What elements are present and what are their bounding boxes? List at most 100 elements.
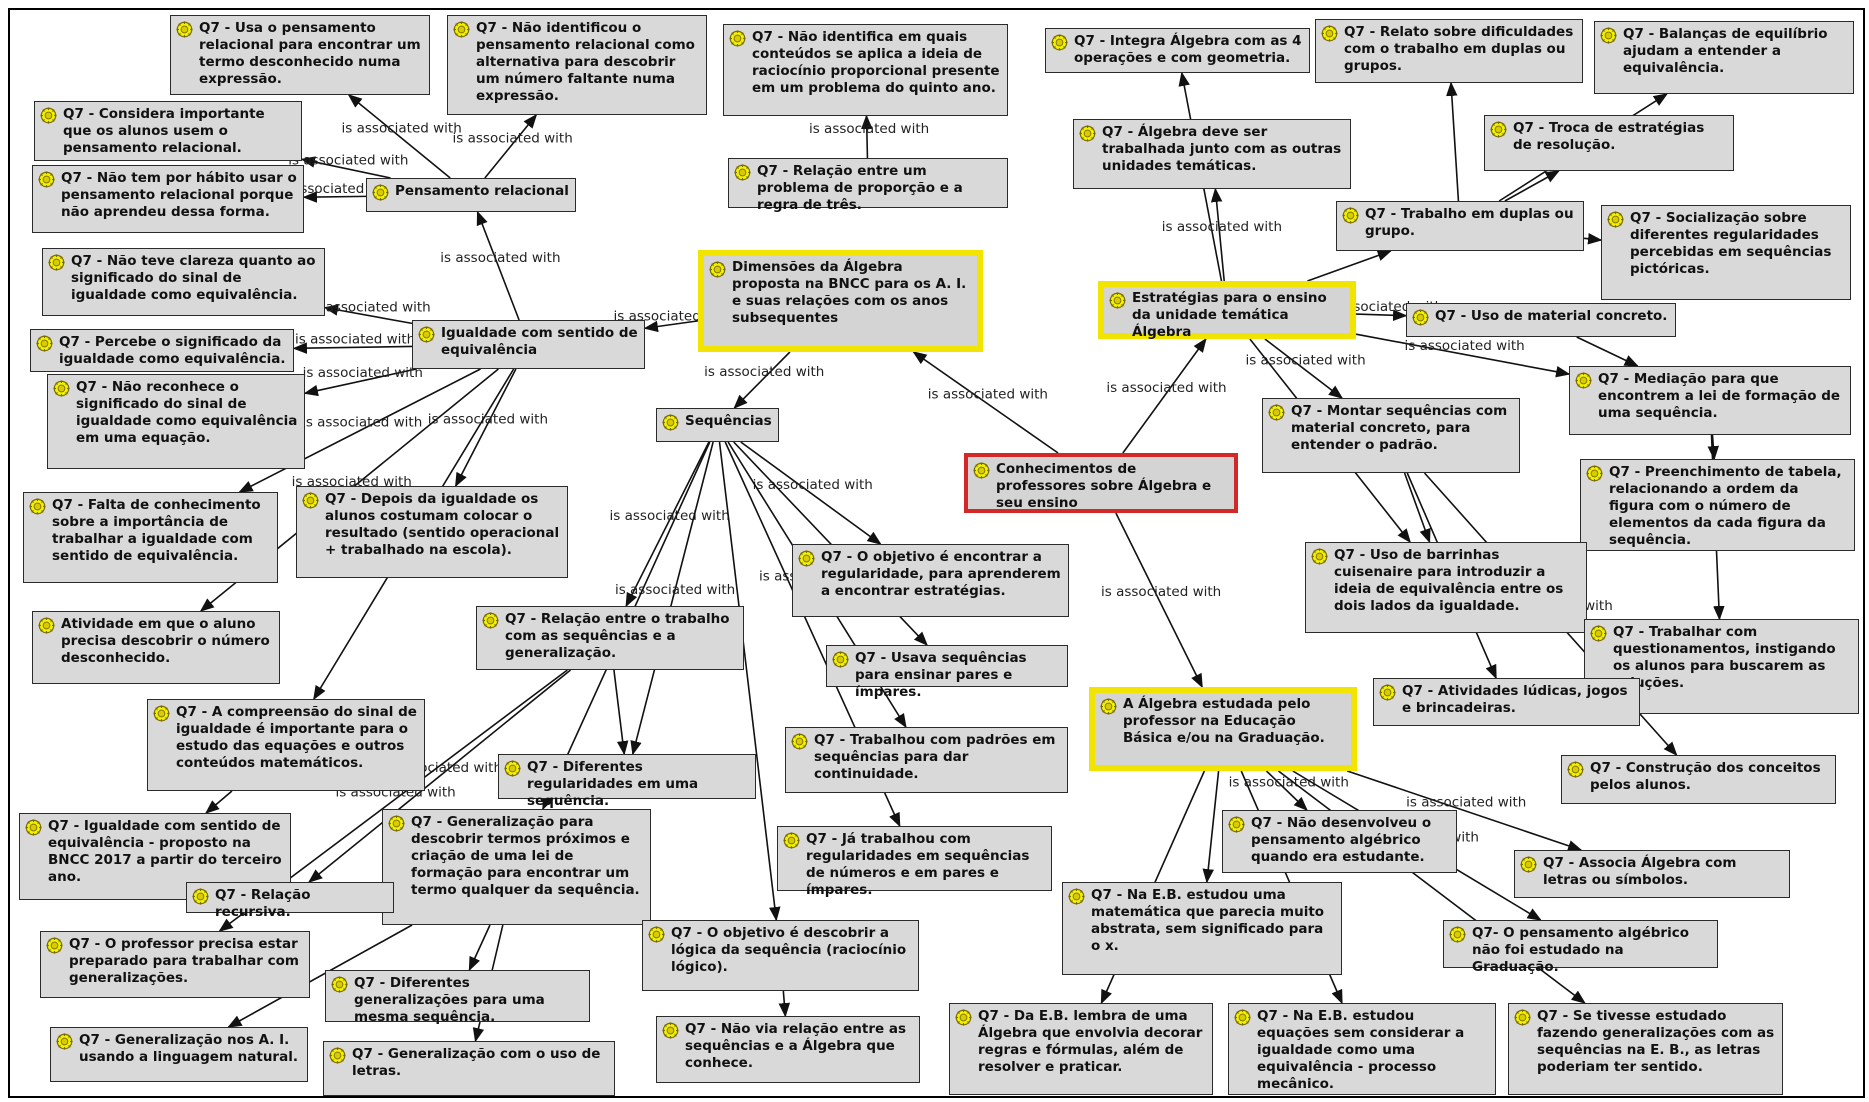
quotation-icon	[56, 1033, 73, 1050]
node-text: Q7 - A compreensão do sinal de igualdade…	[176, 704, 417, 771]
edge-label: is associated with	[440, 250, 560, 266]
node-diferentes-generalizacoes-para-uma[interactable]: Q7 - Diferentes generalizações para uma …	[325, 970, 590, 1025]
association-edge	[454, 368, 517, 488]
node-nao-desenvolveu-o-pensamento[interactable]: Q7 - Não desenvolveu o pensamento algébr…	[1222, 810, 1457, 873]
node-troca-de-estrategias-de[interactable]: Q7 - Troca de estratégias de resolução.	[1484, 115, 1734, 171]
node-pensamento-relacional[interactable]: Pensamento relacional	[366, 178, 576, 212]
quotation-icon	[1412, 309, 1429, 326]
node-text: Sequências	[685, 413, 772, 429]
node-nao-reconhece-o-significado[interactable]: Q7 - Não reconhece o significado do sina…	[47, 374, 305, 469]
association-edge	[861, 114, 873, 159]
node-preenchimento-de-tabela-relacionando[interactable]: Q7 - Preenchimento de tabela, relacionan…	[1580, 459, 1855, 551]
node-text: Pensamento relacional	[395, 183, 569, 199]
quotation-icon	[1490, 121, 1507, 138]
edge-label: is associated with	[302, 415, 422, 431]
edge-label: is associated with	[1245, 353, 1365, 369]
association-edge	[1210, 187, 1226, 282]
edge-label: is associated with	[809, 121, 929, 137]
node-conhecimentos-de-professores-sobre[interactable]: Conhecimentos de professores sobre Álgeb…	[964, 453, 1238, 513]
node-uso-de-material-concreto[interactable]: Q7 - Uso de material concreto.	[1406, 303, 1676, 337]
quotation-icon	[46, 937, 63, 954]
association-edge	[205, 790, 233, 814]
edge-label: is associated with	[615, 582, 735, 598]
node-relato-sobre-dificuldades-com[interactable]: Q7 - Relato sobre dificuldades com o tra…	[1315, 19, 1583, 83]
node-na-e-b-estudou[interactable]: Q7 - Na E.B. estudou equações sem consid…	[1228, 1003, 1496, 1095]
association-edge	[613, 669, 629, 756]
association-edge	[238, 368, 481, 493]
quotation-icon	[1100, 698, 1117, 715]
node-usa-o-pensamento-relacional[interactable]: Q7 - Usa o pensamento relacional para en…	[170, 15, 430, 95]
node-nao-tem-por-habito[interactable]: Q7 - Não tem por hábito usar o pensament…	[32, 165, 304, 233]
edge-label: is associated with	[311, 300, 431, 316]
node-relacao-entre-o-trabalho[interactable]: Q7 - Relação entre o trabalho com as seq…	[476, 606, 744, 670]
quotation-icon	[482, 612, 499, 629]
node-construcao-dos-conceitos-pelos[interactable]: Q7 - Construção dos conceitos pelos alun…	[1561, 755, 1836, 804]
node-considera-importante-que-os[interactable]: Q7 - Considera importante que os alunos …	[34, 101, 302, 161]
association-edge	[1576, 336, 1639, 367]
node-generalizacao-com-o-uso[interactable]: Q7 - Generalização com o uso de letras.	[323, 1041, 615, 1096]
node-percebe-o-significado-da[interactable]: Q7 - Percebe o significado da igualdade …	[30, 329, 294, 372]
association-edge	[625, 441, 710, 608]
node-igualdade-com-sentido-de[interactable]: Q7 - Igualdade com sentido de equivalênc…	[19, 813, 291, 900]
node-ja-trabalhou-com-regularidades[interactable]: Q7 - Já trabalhou com regularidades em s…	[777, 826, 1052, 898]
node-text: Q7 - Não desenvolveu o pensamento algébr…	[1251, 815, 1432, 865]
node-igualdade-com-sentido-de[interactable]: Igualdade com sentido de equivalência	[412, 320, 645, 369]
node-mediacao-para-que-encontrem[interactable]: Q7 - Mediação para que encontrem a lei d…	[1569, 366, 1851, 435]
node-text: Q7 - Relato sobre dificuldades com o tra…	[1344, 24, 1574, 74]
node-atividade-em-que-o[interactable]: Atividade em que o aluno precisa descobr…	[32, 611, 280, 684]
node-text: Q7 - Balanças de equilíbrio ajudam a ent…	[1623, 26, 1828, 76]
node-generalizacao-nos-a-i[interactable]: Q7 - Generalização nos A. I. usando a li…	[50, 1027, 308, 1082]
node-relacao-entre-um-problema[interactable]: Q7 - Relação entre um problema de propor…	[728, 158, 1008, 213]
node-generalizacao-para-descobrir-termos[interactable]: Q7 - Generalização para descobrir termos…	[382, 809, 651, 925]
edge-label: is associated with	[928, 387, 1048, 403]
node-a-compreensao-do-sinal[interactable]: Q7 - A compreensão do sinal de igualdade…	[147, 699, 425, 791]
node-na-e-b-estudou[interactable]: Q7 - Na E.B. estudou uma matemática que …	[1062, 882, 1342, 975]
node-text: Q7 - O objetivo é encontrar a regularida…	[821, 549, 1061, 599]
node-text: A Álgebra estudada pelo professor na Edu…	[1123, 696, 1325, 746]
association-edge	[1583, 233, 1603, 245]
node-a-algebra-estudada-pelo[interactable]: A Álgebra estudada pelo professor na Edu…	[1089, 687, 1357, 771]
node-atividades-ludicas-jogos-e[interactable]: Q7 - Atividades lúdicas, jogos e brincad…	[1373, 678, 1640, 726]
node-o-pensamento-algebrico-nao[interactable]: Q7- O pensamento algébrico não foi estud…	[1443, 920, 1718, 975]
node-algebra-deve-ser-trabalhada[interactable]: Q7 - Álgebra deve ser trabalhada junto c…	[1073, 119, 1351, 189]
node-integra-algebra-com-as[interactable]: Q7 - Integra Álgebra com as 4 operações …	[1045, 28, 1310, 73]
node-text: Q7 - Troca de estratégias de resolução.	[1513, 120, 1705, 153]
association-edge	[484, 113, 538, 179]
quotation-icon	[418, 326, 435, 343]
association-edge	[303, 368, 417, 397]
node-trabalho-em-duplas-ou[interactable]: Q7 - Trabalho em duplas ou grupo.	[1336, 201, 1584, 251]
node-dimensoes-da-algebra-proposta[interactable]: Dimensões da Álgebra proposta na BNCC pa…	[698, 250, 983, 352]
node-balancas-de-equilibrio-ajudam[interactable]: Q7 - Balanças de equilíbrio ajudam a ent…	[1594, 21, 1854, 94]
quotation-icon	[25, 819, 42, 836]
node-o-professor-precisa-estar[interactable]: Q7 - O professor precisa estar preparado…	[40, 931, 310, 998]
quotation-icon	[783, 832, 800, 849]
node-text: Q7 - Álgebra deve ser trabalhada junto c…	[1102, 124, 1342, 174]
node-se-tivesse-estudado-fazendo[interactable]: Q7 - Se tivesse estudado fazendo general…	[1508, 1003, 1783, 1095]
node-montar-sequencias-com-material[interactable]: Q7 - Montar sequências com material conc…	[1262, 398, 1520, 473]
node-o-objetivo-e-encontrar[interactable]: Q7 - O objetivo é encontrar a regularida…	[792, 544, 1069, 617]
node-estrategias-para-o-ensino[interactable]: Estratégias para o ensino da unidade tem…	[1098, 281, 1356, 340]
node-sequencias[interactable]: Sequências	[656, 408, 779, 442]
node-trabalhou-com-padroes-em[interactable]: Q7 - Trabalhou com padrões em sequências…	[785, 727, 1068, 793]
association-edge	[1403, 472, 1431, 544]
quotation-icon	[38, 617, 55, 634]
quotation-icon	[1311, 548, 1328, 565]
node-diferentes-regularidades-em-uma[interactable]: Q7 - Diferentes regularidades em uma seq…	[498, 754, 756, 809]
quotation-icon	[1342, 207, 1359, 224]
node-nao-via-relacao-entre[interactable]: Q7 - Não via relação entre as sequências…	[656, 1016, 920, 1083]
quotation-icon	[48, 254, 65, 271]
node-associa-algebra-com-letras[interactable]: Q7 - Associa Álgebra com letras ou símbo…	[1514, 850, 1790, 898]
node-falta-de-conhecimento-sobre[interactable]: Q7 - Falta de conhecimento sobre a impor…	[23, 492, 278, 583]
quotation-icon	[1600, 27, 1617, 44]
node-da-e-b-lembra[interactable]: Q7 - Da E.B. lembra de uma Álgebra que e…	[949, 1003, 1213, 1095]
node-relacao-recursiva[interactable]: Q7 - Relação recursiva.	[186, 882, 394, 920]
node-uso-de-barrinhas-cuisenaire[interactable]: Q7 - Uso de barrinhas cuisenaire para in…	[1305, 542, 1587, 633]
node-nao-teve-clareza-quanto[interactable]: Q7 - Não teve clareza quanto ao signific…	[42, 248, 325, 316]
node-depois-da-igualdade-os[interactable]: Q7 - Depois da igualdade os alunos costu…	[296, 486, 568, 578]
node-usava-sequencias-para-ensinar[interactable]: Q7 - Usava sequências para ensinar pares…	[826, 645, 1068, 700]
node-nao-identifica-em-quais[interactable]: Q7 - Não identifica em quais conteúdos s…	[723, 24, 1008, 116]
node-nao-identificou-o-pensamento[interactable]: Q7 - Não identificou o pensamento relaci…	[447, 15, 707, 115]
quotation-icon	[1520, 856, 1537, 873]
node-socializacao-sobre-diferentes-regularidades[interactable]: Q7 - Socialização sobre diferentes regul…	[1601, 205, 1851, 300]
node-o-objetivo-e-descobrir[interactable]: Q7 - O objetivo é descobrir a lógica da …	[642, 920, 919, 991]
